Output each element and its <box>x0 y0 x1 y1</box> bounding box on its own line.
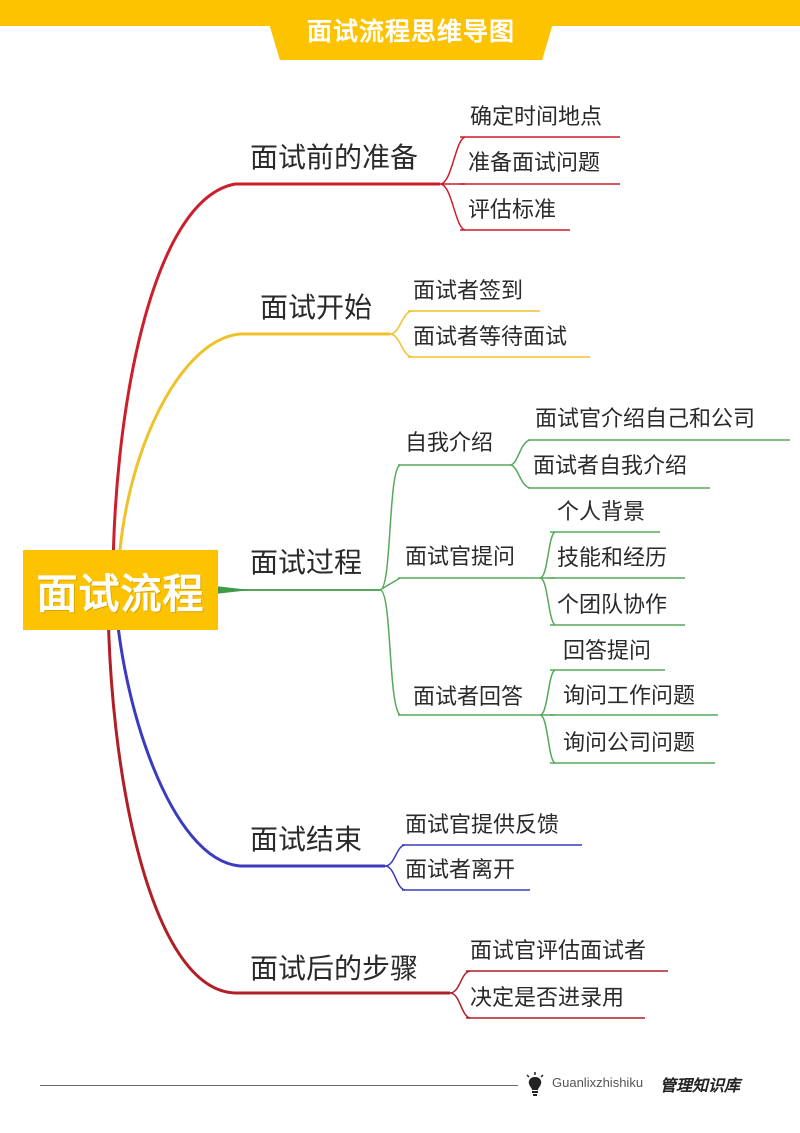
leaf-node: 面试官介绍自己和公司 <box>535 407 756 432</box>
branch-5-label: 面试后的步骤 <box>250 952 419 985</box>
leaf-node: 准备面试问题 <box>468 151 601 176</box>
root-node: 面试流程 <box>23 550 218 630</box>
leaf-node: 面试者签到 <box>413 279 524 304</box>
bracket-branch-4 <box>384 844 406 891</box>
leaf-node: 回答提问 <box>563 639 652 664</box>
leaf-node: 面试者离开 <box>405 858 516 883</box>
footer-brand-en: Guanlixzhishiku <box>552 1075 644 1090</box>
leaf-node: 询问工作问题 <box>563 684 696 709</box>
connector-branch-5 <box>106 589 450 995</box>
leaf-node: 面试官提供反馈 <box>405 813 560 838</box>
page-title: 面试流程思维导图 <box>306 17 515 46</box>
leaf-node: 面试者自我介绍 <box>533 454 688 479</box>
leaf-node: 评估标准 <box>468 198 557 223</box>
group-label: 面试者回答 <box>413 685 524 710</box>
branch-4-label: 面试结束 <box>250 823 363 856</box>
leaf-node: 技能和经历 <box>557 546 668 571</box>
group-label: 面试官提问 <box>405 545 516 570</box>
bracket-branch-2 <box>389 310 413 358</box>
bracket-branch-5 <box>449 970 471 1019</box>
leaf-node: 个团队协作 <box>557 593 668 618</box>
connector-branch-3-tip <box>215 586 250 594</box>
footer-brand-cn: 管理知识库 <box>660 1076 741 1095</box>
branch-1-label: 面试前的准备 <box>250 141 419 174</box>
leaf-node: 面试官评估面试者 <box>470 939 647 964</box>
root-label: 面试流程 <box>36 570 205 618</box>
leaf-node: 决定是否进录用 <box>470 986 625 1011</box>
leaf-node: 个人背景 <box>557 500 646 525</box>
footer-divider <box>40 1085 518 1086</box>
branch-2-label: 面试开始 <box>260 291 373 324</box>
branch-3-label: 面试过程 <box>250 546 363 579</box>
connector-branch-4 <box>113 589 385 868</box>
title-banner: 面试流程思维导图 <box>262 0 560 60</box>
connector-branch-1 <box>111 182 440 591</box>
leaf-node: 确定时间地点 <box>470 105 603 130</box>
group-label: 自我介绍 <box>405 431 494 456</box>
leaf-node: 面试者等待面试 <box>413 325 568 350</box>
leaf-node: 询问公司问题 <box>563 731 696 756</box>
bracket-branch-3 <box>379 464 401 716</box>
lightbulb-icon <box>526 1072 544 1096</box>
connector-branch-2 <box>116 332 390 591</box>
